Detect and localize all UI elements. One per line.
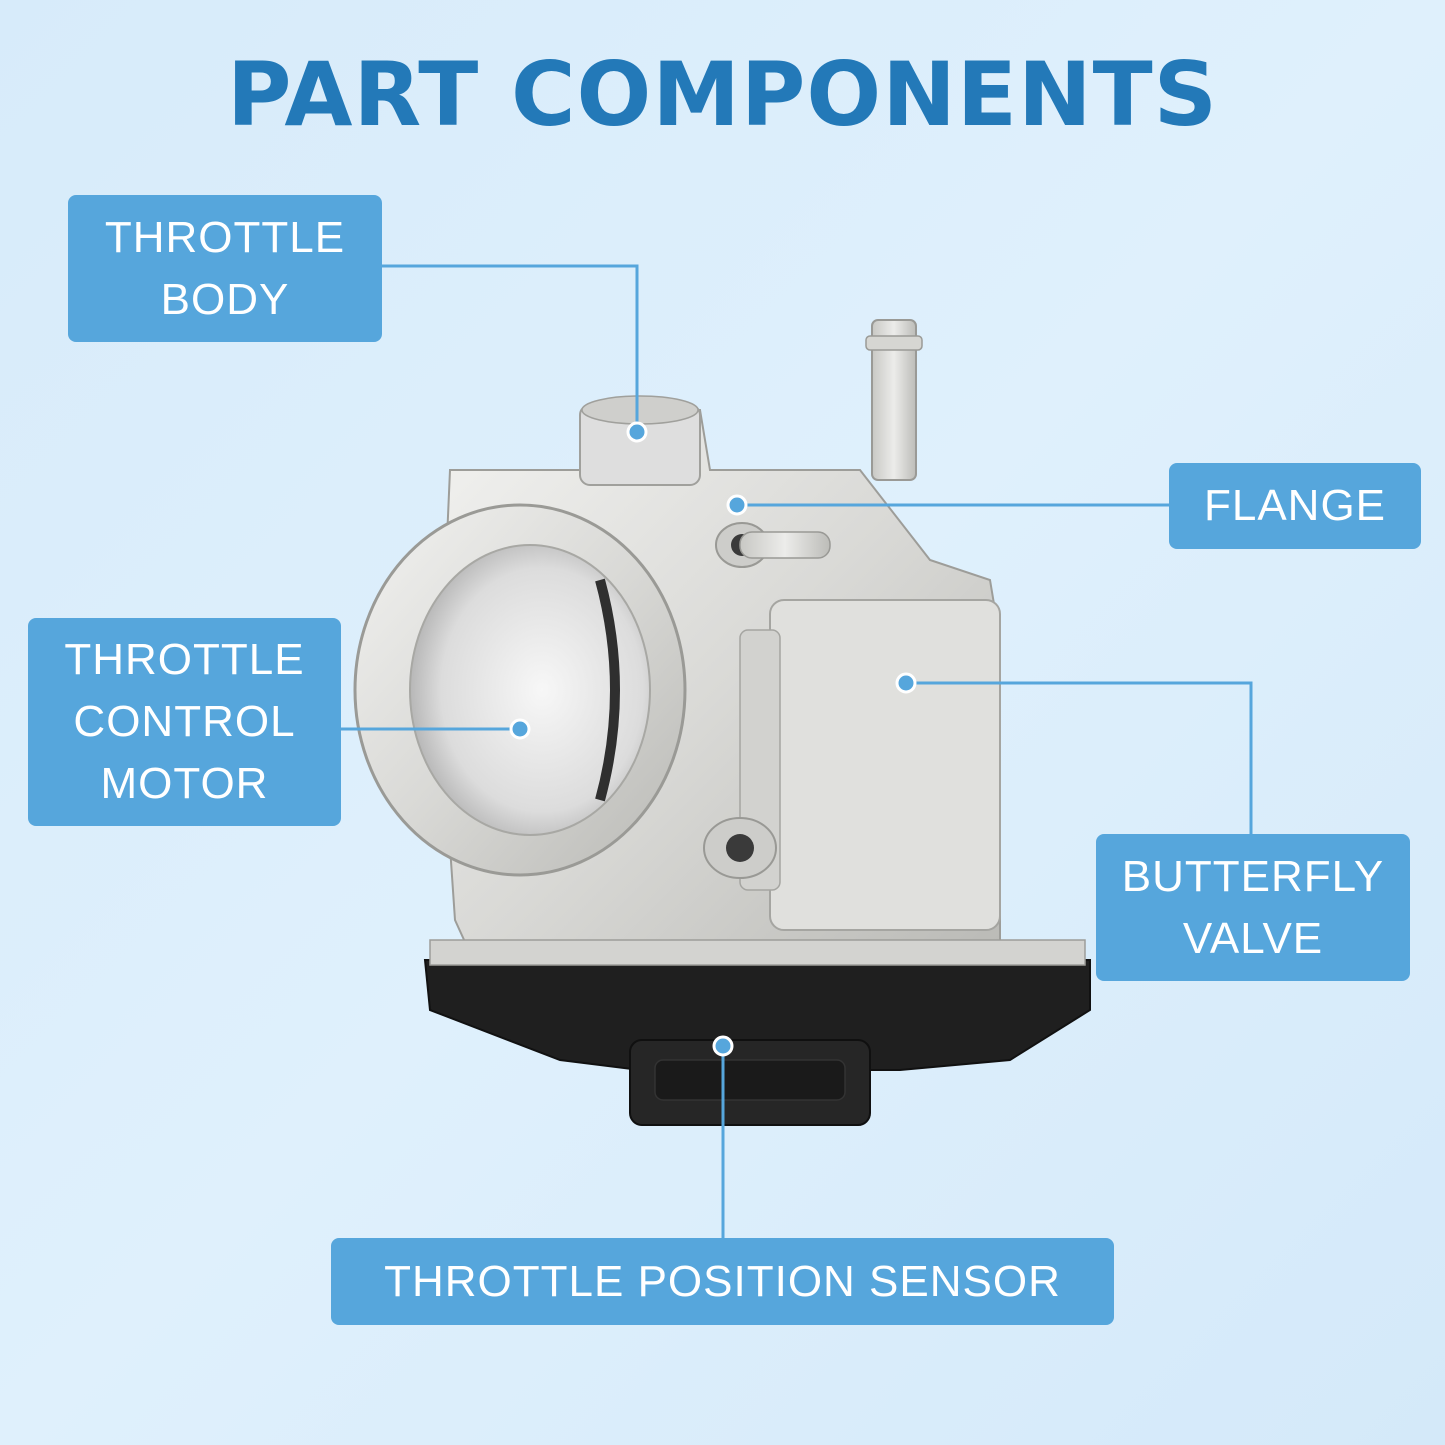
label-flange: FLANGE	[1169, 463, 1421, 549]
page-title: PART COMPONENTS	[226, 43, 1219, 146]
label-throttle-control-motor: THROTTLE CONTROL MOTOR	[28, 618, 341, 826]
marker-flange	[726, 494, 748, 516]
marker-motor	[509, 718, 531, 740]
label-butterfly-valve: BUTTERFLY VALVE	[1096, 834, 1410, 981]
marker-throttle-body	[626, 421, 648, 443]
marker-valve	[895, 672, 917, 694]
sensor-housing	[423, 939, 1091, 1126]
coolant-pipe	[865, 319, 923, 481]
leader-dots	[509, 421, 917, 1057]
marker-sensor	[712, 1035, 734, 1057]
leader-lines	[341, 264, 1253, 1238]
leader-line-valve	[906, 681, 1253, 834]
throttle-bore	[353, 503, 687, 877]
label-throttle-body: THROTTLE BODY	[68, 195, 382, 342]
leader-line-throttle-body	[382, 264, 639, 432]
label-throttle-position-sensor: THROTTLE POSITION SENSOR	[331, 1238, 1114, 1325]
